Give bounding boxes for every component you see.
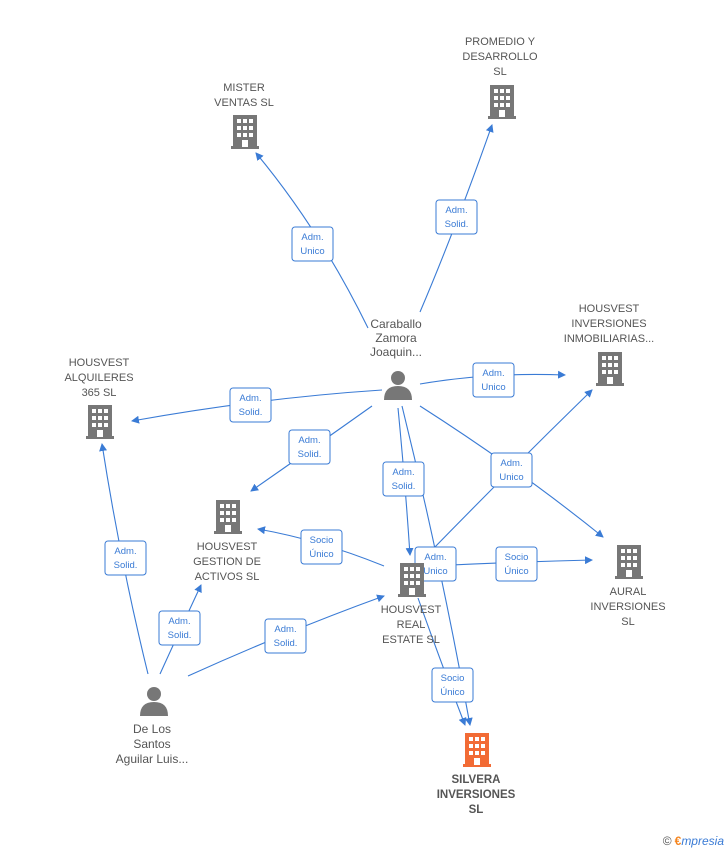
edge-label-e5: Adm. Solid.	[288, 429, 331, 465]
svg-text:AURAL: AURAL	[610, 586, 647, 598]
svg-text:Joaquin...: Joaquin...	[370, 345, 422, 359]
svg-text:Santos: Santos	[133, 737, 170, 751]
svg-text:Socio: Socio	[441, 673, 465, 684]
svg-text:Socio: Socio	[310, 535, 334, 546]
svg-text:Solid.: Solid.	[114, 560, 138, 571]
node-housvest-alquileres[interactable]: HOUSVEST ALQUILERES 365 SL	[64, 357, 134, 439]
svg-text:Adm.: Adm.	[392, 467, 414, 478]
svg-text:Solid.: Solid.	[239, 407, 263, 418]
svg-text:INVERSIONES: INVERSIONES	[590, 601, 665, 613]
building-icon	[596, 352, 624, 386]
svg-text:Único: Único	[309, 549, 333, 560]
edge-label-e2: Adm. Solid.	[435, 199, 478, 235]
svg-text:Adm.: Adm.	[114, 546, 136, 557]
svg-text:Solid.: Solid.	[445, 219, 469, 230]
svg-text:SL: SL	[469, 804, 484, 816]
svg-text:365 SL: 365 SL	[82, 387, 117, 399]
svg-text:MISTER: MISTER	[223, 82, 265, 94]
svg-text:HOUSVEST: HOUSVEST	[381, 604, 442, 616]
svg-text:Zamora: Zamora	[375, 331, 417, 345]
node-silvera[interactable]: SILVERA INVERSIONES SL	[437, 733, 516, 816]
svg-text:REAL: REAL	[397, 619, 426, 631]
svg-text:Socio: Socio	[505, 552, 529, 563]
svg-text:ESTATE SL: ESTATE SL	[382, 634, 440, 646]
svg-text:HOUSVEST: HOUSVEST	[69, 357, 130, 369]
building-icon	[231, 115, 259, 149]
svg-text:Adm.: Adm.	[274, 624, 296, 635]
svg-text:Unico: Unico	[300, 246, 324, 257]
svg-text:Adm.: Adm.	[168, 616, 190, 627]
edge-label-e4: Adm. Solid.	[229, 387, 272, 423]
svg-text:INVERSIONES: INVERSIONES	[437, 789, 516, 801]
svg-text:Unico: Unico	[499, 472, 523, 483]
edge-label-e13: Adm. Solid.	[158, 610, 201, 646]
node-mister-ventas[interactable]: MISTER VENTAS SL	[214, 82, 274, 149]
copyright-symbol: ©	[662, 834, 672, 848]
edge-label-e3: Adm. Unico	[472, 362, 515, 398]
edge-label-e1: Adm. Unico	[291, 226, 334, 262]
svg-text:Unico: Unico	[423, 566, 447, 577]
person-icon	[140, 687, 168, 716]
brand-name: mpresia	[681, 834, 724, 848]
svg-text:INMOBILIARIAS...: INMOBILIARIAS...	[564, 333, 654, 345]
svg-text:DESARROLLO: DESARROLLO	[462, 51, 538, 63]
building-icon	[86, 405, 114, 439]
building-icon	[615, 545, 643, 579]
svg-text:Único: Único	[440, 687, 464, 698]
svg-text:SILVERA: SILVERA	[452, 774, 501, 786]
svg-text:Solid.: Solid.	[168, 630, 192, 641]
edge-label-e7: Adm. Unico	[490, 452, 533, 488]
edge-label-e14: Adm. Solid.	[264, 618, 307, 654]
building-icon	[463, 733, 491, 767]
svg-text:ACTIVOS SL: ACTIVOS SL	[195, 571, 260, 583]
node-housvest-inmobiliarias[interactable]: HOUSVEST INVERSIONES INMOBILIARIAS...	[564, 303, 654, 386]
building-icon	[488, 85, 516, 119]
svg-text:Adm.: Adm.	[445, 205, 467, 216]
svg-text:VENTAS SL: VENTAS SL	[214, 97, 274, 109]
svg-text:Solid.: Solid.	[298, 449, 322, 460]
node-aural[interactable]: AURAL INVERSIONES SL	[590, 545, 666, 628]
edge-label-e10: Socio Único	[495, 546, 538, 582]
svg-text:Solid.: Solid.	[274, 638, 298, 649]
svg-text:Caraballo: Caraballo	[370, 317, 422, 331]
edge-labels: Adm. Unico Adm. Solid. Adm. Unico Adm. S…	[104, 199, 538, 703]
svg-text:Solid.: Solid.	[392, 481, 416, 492]
edge-label-e11: Socio Único	[431, 667, 474, 703]
svg-text:Unico: Unico	[481, 382, 505, 393]
svg-text:Adm.: Adm.	[301, 232, 323, 243]
building-icon	[214, 500, 242, 534]
svg-text:ALQUILERES: ALQUILERES	[64, 372, 133, 384]
svg-text:HOUSVEST: HOUSVEST	[579, 303, 640, 315]
building-icon	[398, 563, 426, 597]
brand-watermark: ©€mpresia	[663, 834, 724, 848]
svg-text:Adm.: Adm.	[239, 393, 261, 404]
svg-text:Adm.: Adm.	[500, 458, 522, 469]
node-promedio[interactable]: PROMEDIO Y DESARROLLO SL	[462, 36, 538, 119]
svg-text:Único: Único	[504, 566, 528, 577]
svg-text:De Los: De Los	[133, 722, 171, 736]
svg-text:Adm.: Adm.	[424, 552, 446, 563]
svg-text:SL: SL	[621, 616, 634, 628]
svg-text:GESTION DE: GESTION DE	[193, 556, 261, 568]
svg-text:INVERSIONES: INVERSIONES	[571, 318, 646, 330]
node-de-los-santos[interactable]: De Los Santos Aguilar Luis...	[116, 687, 189, 766]
edge-real-silvera	[417, 597, 467, 726]
svg-text:Adm.: Adm.	[482, 368, 504, 379]
svg-text:SL: SL	[493, 66, 506, 78]
edge-label-e6: Adm. Solid.	[382, 461, 425, 497]
svg-text:Aguilar Luis...: Aguilar Luis...	[116, 752, 189, 766]
edge-label-e12: Adm. Solid.	[104, 540, 147, 576]
brand-initial: €	[674, 834, 682, 848]
svg-text:Adm.: Adm.	[298, 435, 320, 446]
node-caraballo[interactable]: Caraballo Zamora Joaquin...	[370, 317, 422, 400]
person-icon	[384, 371, 412, 400]
node-housvest-gestion[interactable]: HOUSVEST GESTION DE ACTIVOS SL	[193, 500, 261, 583]
svg-text:PROMEDIO Y: PROMEDIO Y	[465, 36, 536, 48]
svg-text:HOUSVEST: HOUSVEST	[197, 541, 258, 553]
edge-label-e8: Socio Único	[300, 529, 343, 565]
node-housvest-real-estate[interactable]: HOUSVEST REAL ESTATE SL	[381, 563, 442, 646]
nodes: PROMEDIO Y DESARROLLO SL MISTER VENTAS S…	[64, 36, 665, 816]
